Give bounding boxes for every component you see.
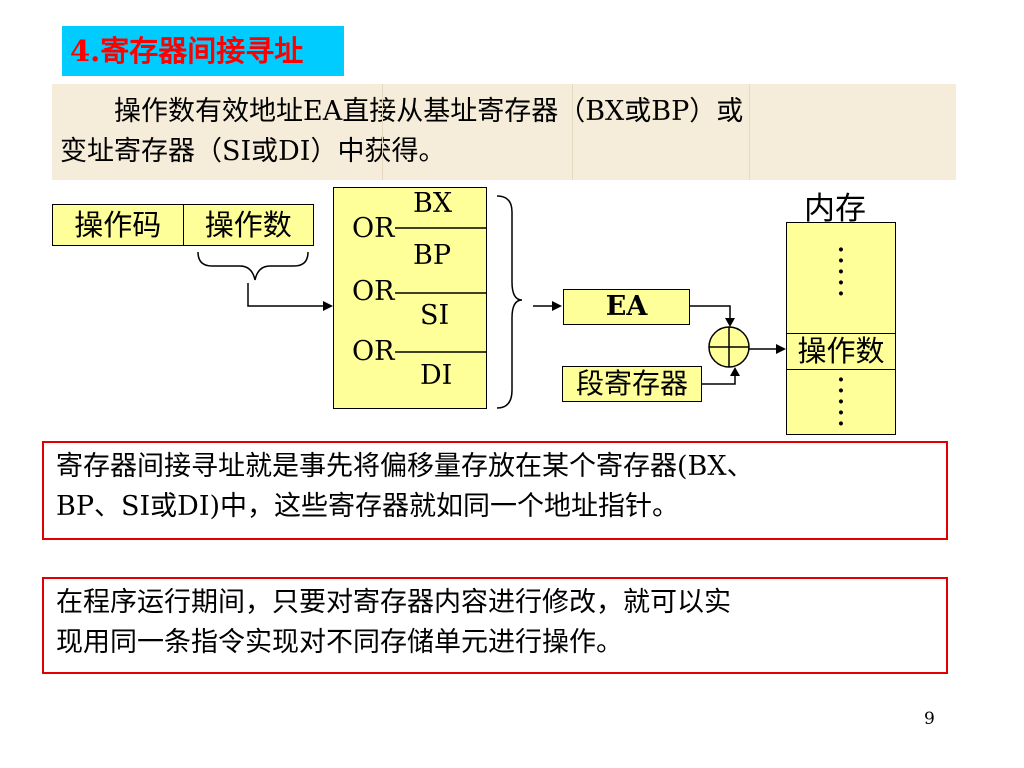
note-box-1: 寄存器间接寻址就是事先将偏移量存放在某个寄存器(BX、 BP、SI或DI)中，这… <box>42 441 948 540</box>
segment-to-adder-line <box>702 374 736 385</box>
or-label: OR <box>352 276 395 307</box>
note-1-line-1: 寄存器间接寻址就是事先将偏移量存放在某个寄存器(BX、 <box>56 451 754 482</box>
table-divider <box>572 84 573 180</box>
ea-label: EA <box>605 291 648 322</box>
arrowhead <box>323 301 333 311</box>
arrowhead <box>776 344 786 354</box>
slide-title: 4.寄存器间接寻址 <box>62 26 344 76</box>
ea-box: EA <box>563 289 690 325</box>
instruction-format: 操作码 操作数 <box>52 204 314 246</box>
memory-divider <box>787 369 895 370</box>
memory-title: 内存 <box>804 191 866 227</box>
note-box-2: 在程序运行期间，只要对寄存器内容进行修改，就可以实 现用同一条指令实现对不同存储… <box>42 577 948 674</box>
ellipsis-vertical-icon: ····· <box>837 367 845 437</box>
register-di: DI <box>420 360 453 391</box>
segment-register-label: 段寄存器 <box>575 367 688 400</box>
operand-field: 操作数 <box>182 205 314 245</box>
page-number: 9 <box>924 709 935 729</box>
or-label: OR <box>352 336 395 367</box>
arrowhead <box>552 301 562 311</box>
ellipsis-vertical-icon: ····· <box>837 237 845 307</box>
operand-brace <box>197 251 309 281</box>
note-1-line-2: BP、SI或DI)中，这些寄存器就如同一个地址指针。 <box>56 491 680 522</box>
slide-title-text: 4.寄存器间接寻址 <box>70 34 304 68</box>
register-block <box>333 187 487 409</box>
or-label: OR <box>352 213 395 244</box>
ea-to-adder-line <box>690 305 731 320</box>
description-line-2: 变址寄存器（SI或DI）中获得。 <box>60 136 446 167</box>
memory-operand: 操作数 <box>797 334 885 368</box>
description-box: 操作数有效地址EA直接从基址寄存器（BX或BP）或 变址寄存器（SI或DI）中获… <box>52 84 956 180</box>
table-divider <box>382 84 383 180</box>
register-bp: BP <box>413 240 452 271</box>
register-si: SI <box>420 300 450 331</box>
memory-block: ····· 操作数 ····· <box>786 222 896 435</box>
description-line-1: 操作数有效地址EA直接从基址寄存器（BX或BP）或 <box>114 96 744 127</box>
arrowhead <box>725 318 735 327</box>
note-2-line-1: 在程序运行期间，只要对寄存器内容进行修改，就可以实 <box>56 587 731 618</box>
register-bx: BX <box>413 188 453 219</box>
operand-to-register-arrow <box>247 283 326 307</box>
note-2-line-2: 现用同一条指令实现对不同存储单元进行操作。 <box>56 627 623 658</box>
memory-divider <box>787 333 895 334</box>
register-brace <box>496 195 523 409</box>
table-divider <box>749 84 750 180</box>
opcode-field: 操作码 <box>74 208 162 242</box>
segment-register-box: 段寄存器 <box>562 366 702 402</box>
arrowhead <box>730 367 740 376</box>
